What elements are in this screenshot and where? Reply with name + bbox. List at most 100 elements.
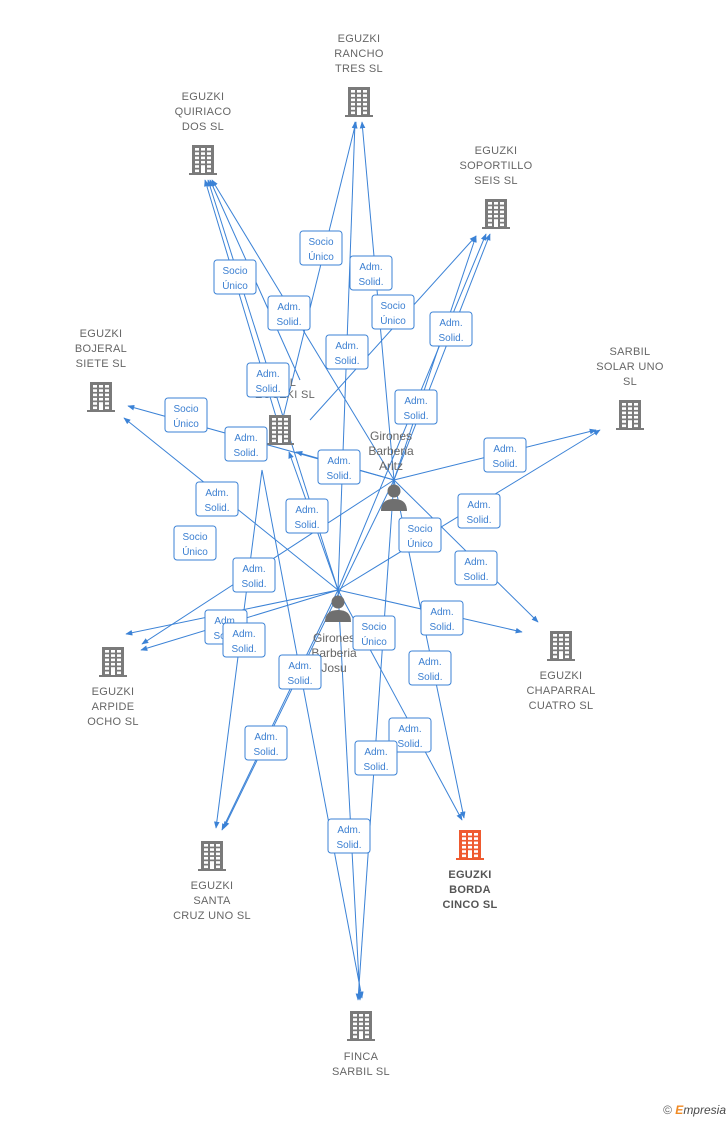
relation-type-line: Único xyxy=(308,250,334,263)
building-icon xyxy=(456,830,484,860)
relation-type-line: Adm. xyxy=(364,747,387,758)
person-name-line: Girones xyxy=(370,429,412,443)
relation-type-line: Solid. xyxy=(255,384,280,395)
company-name-line: BOJERAL xyxy=(75,343,127,355)
relation-label[interactable]: Adm. Solid. xyxy=(222,622,266,658)
company-name-line: SL xyxy=(623,376,637,388)
person-icon xyxy=(325,595,351,622)
copyright-symbol: © xyxy=(663,1103,672,1117)
relation-type-line: Único xyxy=(222,279,248,292)
relation-type-line: Adm. xyxy=(327,456,350,467)
relation-type-line: Adm. xyxy=(288,661,311,672)
relation-type-line: Adm. xyxy=(254,732,277,743)
company-name-line: CINCO SL xyxy=(443,899,498,911)
relation-label[interactable]: Adm.Solid. xyxy=(408,650,452,686)
relation-label[interactable]: Adm.Solid. xyxy=(483,437,527,473)
relation-type-line: Adm. xyxy=(232,629,255,640)
relation-type-line: Solid. xyxy=(334,356,359,367)
person-name-line: Aritz xyxy=(379,459,403,473)
relation-label[interactable]: Adm.Solid. xyxy=(232,557,276,593)
relation-edge xyxy=(393,235,477,481)
relation-type-line: Solid. xyxy=(231,644,256,655)
building-icon xyxy=(345,87,373,117)
relation-type-line: Solid. xyxy=(326,471,351,482)
relation-label[interactable]: Adm.Solid. xyxy=(429,311,473,347)
relation-label[interactable]: Adm.Solid. xyxy=(285,498,329,534)
relation-label[interactable]: Adm.Solid. xyxy=(267,295,311,331)
relation-label[interactable]: Adm. Solid. xyxy=(325,334,369,370)
relation-type-line: Adm. xyxy=(359,262,382,273)
relation-type-line: Solid. xyxy=(233,448,258,459)
relation-label[interactable]: Adm.Solid. xyxy=(244,725,288,761)
building-icon xyxy=(99,647,127,677)
relation-type-line: Solid. xyxy=(403,411,428,422)
relation-label[interactable]: Adm.Solid. xyxy=(394,389,438,425)
person-name-line: Barberia xyxy=(311,646,357,660)
building-icon xyxy=(616,400,644,430)
relation-type-line: Socio xyxy=(173,404,198,415)
relation-label[interactable]: Adm.Solid. xyxy=(388,717,432,753)
relation-label[interactable]: Adm.Solid. xyxy=(457,493,501,529)
relation-type-line: Adm. xyxy=(464,557,487,568)
relation-edge xyxy=(261,469,364,999)
company-name-line: EGUZKI xyxy=(475,145,518,157)
relation-label[interactable]: Adm. Solid. xyxy=(317,449,361,485)
company-name-line: TRES SL xyxy=(335,63,383,75)
relation-edge xyxy=(221,589,339,831)
relation-label[interactable]: Adm.Solid. xyxy=(454,550,498,586)
company-name-line: CUATRO SL xyxy=(529,700,594,712)
company-name-line: EGUZKI xyxy=(338,33,381,45)
relation-type-line: Adm. xyxy=(335,341,358,352)
person-name-line: Girones xyxy=(313,631,355,645)
relation-type-line: Solid. xyxy=(358,277,383,288)
relation-label[interactable]: Adm. Solid. xyxy=(224,426,268,462)
relation-type-line: Solid. xyxy=(276,317,301,328)
relation-type-line: Adm. xyxy=(256,369,279,380)
company-name-line: EGUZKI xyxy=(448,869,491,881)
relation-type-line: Socio xyxy=(380,301,405,312)
relation-type-line: Adm. xyxy=(242,564,265,575)
relation-type-line: Adm. xyxy=(439,318,462,329)
relation-label[interactable]: Adm.Solid. xyxy=(420,600,464,636)
relation-label[interactable]: Adm.Solid. xyxy=(278,654,322,690)
relation-type-line: Solid. xyxy=(492,459,517,470)
relation-type-line: Único xyxy=(380,314,406,327)
company-name-line: OCHO SL xyxy=(87,716,139,728)
building-icon xyxy=(189,145,217,175)
relation-label[interactable]: Adm. Solid. xyxy=(349,255,393,291)
relation-type-line: Adm. xyxy=(418,657,441,668)
relation-label[interactable]: Adm.Solid. xyxy=(327,818,371,854)
relation-label[interactable]: Adm.Solid. xyxy=(354,740,398,776)
building-icon xyxy=(482,199,510,229)
building-icon xyxy=(266,415,294,445)
relation-type-line: Socio xyxy=(182,532,207,543)
relation-label[interactable]: Adm.Solid. xyxy=(195,481,239,517)
relation-label[interactable]: Adm. Solid. xyxy=(246,362,290,398)
building-icon xyxy=(347,1011,375,1041)
company-name-line: CRUZ UNO SL xyxy=(173,910,251,922)
relation-type-line: Adm. xyxy=(234,433,257,444)
company-name-line: SANTA xyxy=(193,895,231,907)
relation-edge xyxy=(223,479,395,829)
